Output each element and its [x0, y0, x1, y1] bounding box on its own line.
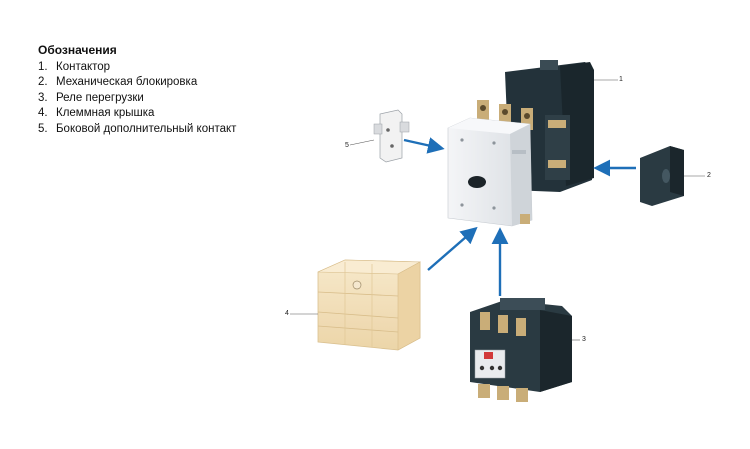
- legend-item-number: 2.: [38, 76, 48, 88]
- mechanical-interlock: [640, 146, 684, 206]
- overload-relay: [470, 298, 572, 402]
- arrow-aux-contact: [403, 137, 445, 154]
- legend: Обозначения 1. Контактор 2. Механическая…: [38, 43, 236, 137]
- callout-2: 2: [707, 172, 711, 179]
- callout-1: 1: [619, 76, 623, 83]
- arrow-terminal-cover: [427, 226, 478, 271]
- legend-item-number: 5.: [38, 122, 48, 135]
- callout-leaders: [290, 79, 705, 341]
- callout-4: 4: [285, 310, 289, 317]
- legend-item-number: 1.: [38, 60, 48, 73]
- side-auxiliary-contact: [373, 109, 410, 163]
- assembly-arrows: [403, 137, 636, 296]
- legend-item: 3. Реле перегрузки: [38, 91, 236, 107]
- legend-item-number: 3.: [38, 91, 48, 104]
- legend-item: 5. Боковой дополнительный контакт: [38, 122, 236, 138]
- callout-5: 5: [345, 142, 349, 149]
- legend-item: 4. Клеммная крышка: [38, 106, 236, 122]
- terminal-cover: [317, 259, 422, 351]
- contactor: [447, 60, 594, 227]
- legend-item: 2. Механическая блокировка: [38, 75, 236, 91]
- legend-item-label: Контактор: [56, 60, 111, 73]
- legend-item-label: Реле перегрузки: [56, 91, 144, 104]
- legend-title: Обозначения: [38, 43, 117, 57]
- legend-item: 1. Контактор: [38, 60, 236, 76]
- legend-item-number: 4.: [38, 107, 48, 119]
- legend-item-label: Механическая блокировка: [56, 76, 198, 88]
- legend-item-label: Клеммная крышка: [56, 107, 155, 119]
- legend-item-label: Боковой дополнительный контакт: [56, 122, 237, 135]
- callout-3: 3: [582, 336, 586, 343]
